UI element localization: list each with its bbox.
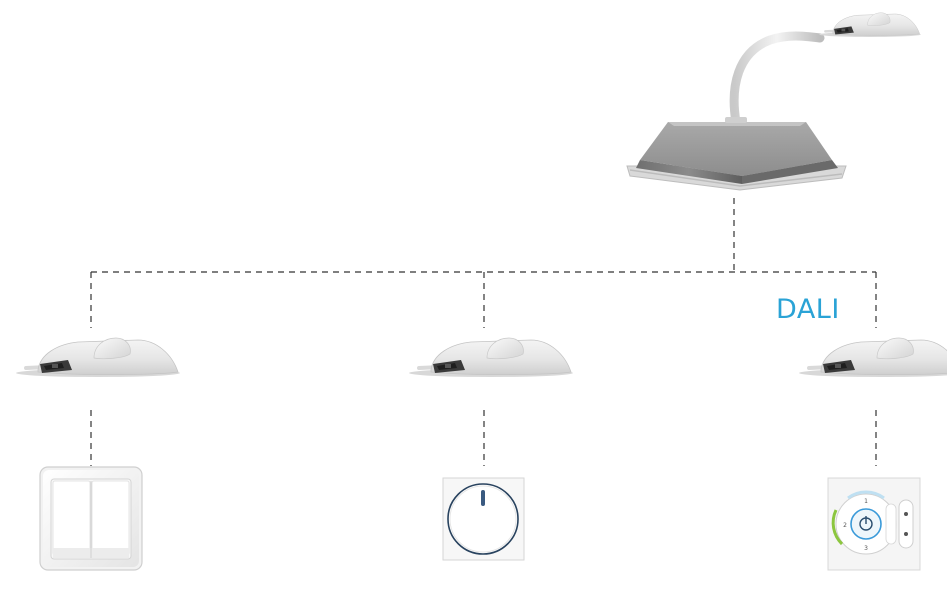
remote-control-panel-icon: 1 2 3: [827, 477, 921, 571]
dali-network-label: DALI: [776, 294, 840, 325]
remote-number-2: 2: [843, 522, 847, 529]
sensor-unit-left: [14, 336, 182, 379]
remote-number-1: 1: [864, 498, 868, 505]
dali-bus-wiring: [90, 198, 877, 466]
rotary-dimmer-icon: [442, 477, 525, 561]
remote-number-3: 3: [864, 545, 868, 552]
dali-controller-icon: [626, 31, 847, 191]
ceiling-sensor-icon: [817, 11, 923, 39]
sensor-unit-right: [797, 336, 947, 379]
sensor-unit-center: [407, 336, 575, 379]
double-rocker-switch-icon: [39, 466, 143, 571]
